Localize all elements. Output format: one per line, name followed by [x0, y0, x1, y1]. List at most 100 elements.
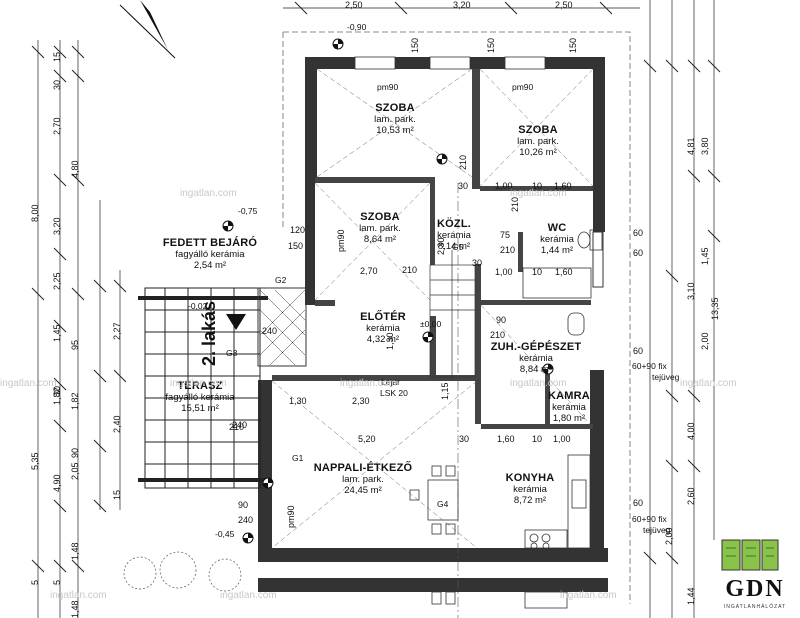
dimension-label: 4,80 [70, 160, 80, 178]
watermark: ingatlan.com [510, 188, 567, 199]
room-name: ELŐTÉR [360, 311, 406, 323]
room-name: SZOBA [518, 124, 558, 136]
room-floor: lam. park. [374, 113, 416, 125]
level-marker-icon [222, 38, 554, 544]
interior-walls [272, 69, 593, 429]
bathroom-fixtures [522, 229, 603, 336]
room-floor: fagyálló kerámia [165, 391, 235, 403]
level-label: -0,45 [215, 529, 235, 539]
dimension-label: 210 [490, 330, 506, 340]
dimension-label: 3,80 [700, 137, 710, 155]
dimension-label: 2,70 [360, 266, 378, 276]
dimension-label: 1,45 [52, 324, 62, 342]
entrance-hatch [259, 289, 306, 366]
dimension-ticks-left [31, 45, 127, 573]
dimension-label: 2,27 [112, 322, 122, 340]
level-label: -0,90 [347, 22, 367, 32]
dimension-label: 1,00 [553, 434, 571, 444]
dimension-label: 2,30 [436, 237, 446, 255]
room-label: ZUH.-GÉPÉSZET kerámia 8,84 m² [480, 341, 592, 375]
room-floor: kerámia [513, 483, 547, 495]
room-label: FEDETT BEJÁRÓ fagyálló kerámia 2,54 m² [160, 237, 260, 271]
dimension-label: 2,50 [345, 0, 363, 10]
dimension-label: 210 [458, 154, 468, 170]
dimension-label: 60 [633, 228, 644, 238]
watermark: ingatlan.com [170, 378, 227, 389]
watermark: ingatlan.com [50, 590, 107, 601]
dimension-label: 210 [500, 245, 516, 255]
dimension-label: 1,15 [440, 382, 450, 400]
room-name: KAMRA [548, 390, 590, 402]
room-name: SZOBA [360, 211, 400, 223]
shrubs [123, 551, 242, 592]
room-name: KONYHA [505, 472, 555, 484]
room-name: WC [547, 222, 567, 234]
dimension-label: 5,35 [30, 452, 40, 470]
room-name: FEDETT BEJÁRÓ [162, 237, 258, 249]
watermark: ingatlan.com [680, 378, 737, 389]
watermark: ingatlan.com [560, 590, 617, 601]
dimension-label: 240 [232, 420, 248, 430]
room-label: TERASZ fagyálló kerámia 15,51 m² [140, 380, 260, 414]
dimension-lines-right [649, 0, 715, 618]
dimension-label: 90 [496, 315, 507, 325]
watermark: ingatlan.com [0, 378, 57, 389]
dimension-label: 1,82 [70, 392, 80, 410]
dimension-label: 2,50 [555, 0, 573, 10]
dimension-label: 1,48 [70, 600, 80, 618]
dining-table [409, 465, 459, 535]
dimension-label: 30 [459, 434, 470, 444]
stair-spec-note: LSK 20 [380, 388, 408, 398]
room-floor: kerámia [552, 401, 586, 413]
dimension-label: 2,25 [52, 272, 62, 290]
room-label: KÖZL. kerámia 8,14 m² [430, 218, 478, 252]
dimension-label: 60 [633, 248, 644, 258]
level-label: ±0,00 [420, 319, 442, 329]
room-floor: kerámia [366, 322, 400, 334]
logo-icon [721, 539, 779, 571]
dimension-label: 5 [30, 579, 40, 585]
stair [429, 250, 476, 380]
dimension-label: 60 [633, 498, 644, 508]
dimension-label: 2,40 [112, 415, 122, 433]
dimension-label: 5,20 [358, 434, 376, 444]
roof-outline [283, 31, 631, 604]
level-label: -0,02 [188, 301, 208, 311]
dimension-label: 30 [458, 181, 469, 191]
room-area: 8,84 m² [519, 363, 553, 375]
dimension-lines-left [37, 40, 121, 618]
entry-arrow-icon [226, 314, 246, 330]
dimension-label: 75 [500, 230, 511, 240]
room-floor: kerámia [437, 229, 471, 241]
dimension-label: 90 [70, 447, 80, 458]
dimension-label: 2,00 [664, 527, 674, 545]
dimension-label: 1,30 [385, 332, 395, 350]
room-area: 1,80 m² [552, 412, 586, 424]
stair-note: Lejár [381, 377, 400, 387]
watermark: ingatlan.com [510, 378, 567, 389]
dimension-ticks-right [643, 59, 721, 565]
room-label: ELŐTÉR kerámia 4,32 m² [348, 311, 418, 345]
room-name: KÖZL. [437, 218, 471, 230]
room-label: NAPPALI-ÉTKEZŐ lam. park. 24,45 m² [298, 462, 428, 496]
kitchen-counter [524, 454, 591, 550]
logo-text: GDN [725, 576, 785, 602]
dimension-label: 3,20 [52, 217, 62, 235]
dimension-label: 3,10 [686, 282, 696, 300]
room-label: SZOBA lam. park. 10,26 m² [503, 124, 573, 158]
room-label: KAMRA kerámia 1,80 m² [546, 390, 592, 424]
dimension-label: 30 [52, 79, 62, 90]
dimension-label: 60 [633, 346, 644, 356]
fix-glass-note: 60+90 fix [632, 514, 667, 524]
dimension-label: 150 [288, 241, 304, 251]
room-area: 15,51 m² [181, 402, 219, 414]
dimension-label: 240 [262, 326, 278, 336]
room-area: 10,53 m² [376, 124, 414, 136]
watermark: ingatlan.com [220, 590, 277, 601]
room-label: SZOBA lam. park. 10,53 m² [360, 102, 430, 136]
dimension-label: 4,81 [686, 137, 696, 155]
dimension-label: 10 [532, 181, 543, 191]
dimension-label: 210 [510, 196, 520, 212]
window-tag: G5 [452, 242, 464, 252]
